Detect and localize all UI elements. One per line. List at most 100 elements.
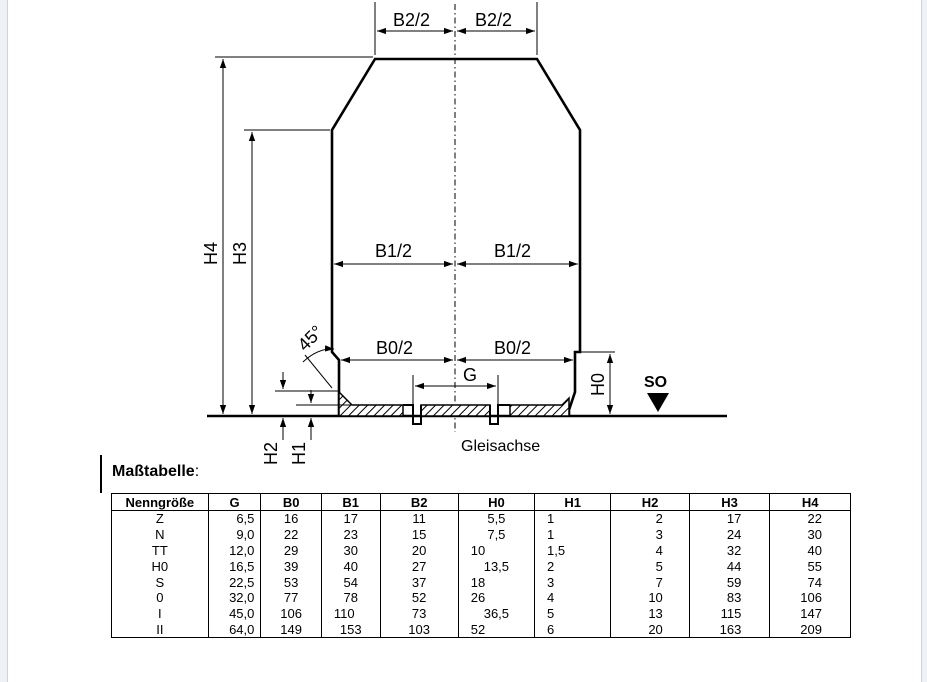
cell-h0: 7,5	[457, 526, 536, 543]
cell-h1: 3	[534, 574, 612, 590]
cell-b0: 106	[260, 605, 322, 622]
g-label: G	[463, 365, 477, 385]
h2-label: H2	[261, 442, 281, 465]
cell-h0: 26	[457, 589, 536, 606]
cell-b2: 73	[379, 605, 459, 622]
table-row: I 45,0 106 110 73 36,5 5 13 115 147	[111, 605, 851, 622]
cell-b0: 22	[260, 526, 322, 543]
dimension-table: Nenngröße G B0 B1 B2 H0 H1 H2 H3 H4 Z 6,…	[111, 493, 851, 639]
header-b0: B0	[260, 493, 322, 511]
cell-h4: 209	[769, 621, 851, 639]
cell-h0: 13,5	[457, 558, 536, 575]
cell-h3: 24	[688, 526, 771, 543]
cell-h4: 74	[769, 574, 851, 590]
header-h1: H1	[534, 493, 612, 511]
table-title-marker	[100, 455, 102, 493]
cell-h2: 13	[610, 605, 690, 622]
h3-label: H3	[230, 242, 250, 265]
cell-g: 64,0	[207, 621, 262, 639]
cell-h3: 59	[688, 574, 771, 590]
cell-b1: 23	[320, 526, 381, 543]
cell-nenngroesse: II	[111, 621, 209, 639]
table-row: 0 32,0 77 78 52 26 4 10 83 106	[111, 589, 851, 606]
b1-right-label: B1/2	[494, 241, 531, 261]
cell-h0: 36,5	[457, 605, 536, 622]
cell-h4: 55	[769, 558, 851, 575]
header-h0: H0	[457, 493, 536, 511]
cell-b1: 17	[320, 510, 381, 527]
cell-g: 22,5	[207, 574, 262, 590]
cell-b0: 53	[260, 574, 322, 590]
cell-b2: 11	[379, 510, 459, 527]
cell-h2: 5	[610, 558, 690, 575]
cell-h0: 52	[457, 621, 536, 639]
header-b2: B2	[379, 493, 459, 511]
b2-right-label: B2/2	[475, 10, 512, 30]
cell-b1: 30	[320, 542, 381, 559]
header-nenngroesse: Nenngröße	[111, 493, 209, 511]
cell-h1: 5	[534, 605, 612, 622]
cell-nenngroesse: TT	[111, 542, 209, 559]
table-title: Maßtabelle:	[112, 463, 199, 481]
cell-h2: 20	[610, 621, 690, 639]
cell-b1: 110	[320, 605, 381, 622]
clearance-profile-diagram: B2/2 B2/2 B1/2 B1/2 B0/2 B0/2 G H4 H3 H2…	[201, 2, 727, 465]
so-label: SO	[644, 374, 667, 391]
right-sleeper-hatch	[509, 396, 570, 417]
cell-b0: 39	[260, 558, 322, 575]
table-row: H0 16,5 39 40 27 13,5 2 5 44 55	[111, 558, 851, 575]
cell-b2: 52	[379, 589, 459, 606]
cell-g: 9,0	[207, 526, 262, 543]
cell-b2: 20	[379, 542, 459, 559]
cell-h2: 7	[610, 574, 690, 590]
b0-right-label: B0/2	[494, 338, 531, 358]
cell-b2: 37	[379, 574, 459, 590]
cell-g: 45,0	[207, 605, 262, 622]
cell-g: 6,5	[207, 510, 262, 527]
left-sleeper-hatch	[338, 390, 404, 417]
b1-left-label: B1/2	[375, 241, 412, 261]
cell-b0: 29	[260, 542, 322, 559]
table-row: II 64,0 149 153 103 52 6 20 163 209	[111, 621, 851, 639]
cell-h0: 10	[457, 542, 536, 559]
b0-left-label: B0/2	[376, 338, 413, 358]
header-h4: H4	[769, 493, 851, 511]
cell-nenngroesse: S	[111, 574, 209, 590]
cell-h2: 3	[610, 526, 690, 543]
angle-arc	[302, 345, 335, 363]
left-rail-outer	[403, 404, 414, 416]
table-row: TT 12,0 29 30 20 10 1,5 4 32 40	[111, 542, 851, 559]
cell-h3: 163	[688, 621, 771, 639]
right-rail	[489, 404, 510, 425]
cell-b2: 15	[379, 526, 459, 543]
center-sleeper-hatch	[420, 404, 491, 417]
cell-nenngroesse: 0	[111, 589, 209, 606]
cell-g: 16,5	[207, 558, 262, 575]
cell-h3: 32	[688, 542, 771, 559]
cell-h2: 10	[610, 589, 690, 606]
cell-h3: 44	[688, 558, 771, 575]
cell-b2: 27	[379, 558, 459, 575]
cell-nenngroesse: N	[111, 526, 209, 543]
cell-b0: 149	[260, 621, 322, 639]
b2-left-label: B2/2	[393, 10, 430, 30]
cell-h4: 106	[769, 589, 851, 606]
cell-h4: 40	[769, 542, 851, 559]
cell-h2: 2	[610, 510, 690, 527]
cell-h1: 6	[534, 621, 612, 639]
cell-b2: 103	[379, 621, 459, 639]
window-frame-left	[0, 0, 8, 682]
cell-h1: 2	[534, 558, 612, 575]
cell-h3: 83	[688, 589, 771, 606]
header-g: G	[207, 493, 262, 511]
table-title-colon: :	[194, 463, 200, 480]
cell-h4: 147	[769, 605, 851, 622]
cell-h3: 115	[688, 605, 771, 622]
cell-nenngroesse: I	[111, 605, 209, 622]
h1-label: H1	[289, 442, 309, 465]
h0-label: H0	[588, 373, 608, 396]
cell-b0: 16	[260, 510, 322, 527]
cell-nenngroesse: Z	[111, 510, 209, 527]
cell-h4: 30	[769, 526, 851, 543]
cell-h0: 5,5	[457, 510, 536, 527]
